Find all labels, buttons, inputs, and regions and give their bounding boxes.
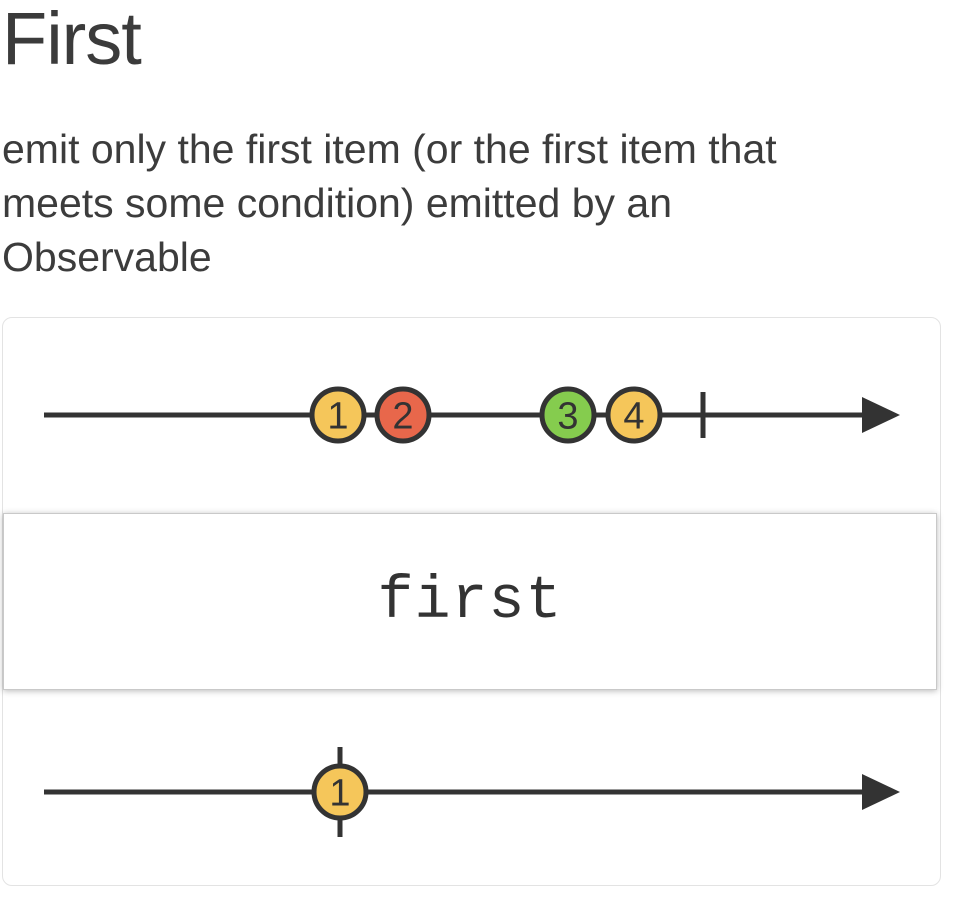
marble-label: 4	[623, 395, 644, 437]
page-title: First	[2, 0, 142, 80]
page-header: First emit only the first item (or the f…	[0, 2, 962, 284]
description-line: Observable	[2, 234, 212, 280]
marble[interactable]: 2	[374, 386, 432, 444]
marble-circle[interactable]	[374, 386, 432, 444]
operator-box: first	[3, 513, 937, 690]
description-line: emit only the first item (or the first i…	[2, 126, 777, 172]
marble-circle	[311, 763, 369, 821]
marble-circle[interactable]	[309, 386, 367, 444]
marble-label: 3	[557, 395, 578, 437]
page-description: emit only the first item (or the first i…	[2, 122, 962, 284]
marble-label: 1	[327, 395, 348, 437]
timeline-arrowhead-icon	[862, 774, 900, 810]
marble[interactable]: 4	[605, 386, 663, 444]
marble: 1	[311, 763, 369, 821]
marble-label: 2	[392, 395, 413, 437]
description-line: meets some condition) emitted by an	[2, 180, 672, 226]
marble-label: 1	[329, 772, 350, 814]
input-stream: 1 2 3 4	[44, 386, 900, 444]
operator-label: first	[377, 567, 563, 636]
marble-circle[interactable]	[605, 386, 663, 444]
marble[interactable]: 3	[539, 386, 597, 444]
marble-circle[interactable]	[539, 386, 597, 444]
timeline-arrowhead-icon	[862, 397, 900, 433]
marble[interactable]: 1	[309, 386, 367, 444]
output-stream: 1	[44, 747, 900, 837]
